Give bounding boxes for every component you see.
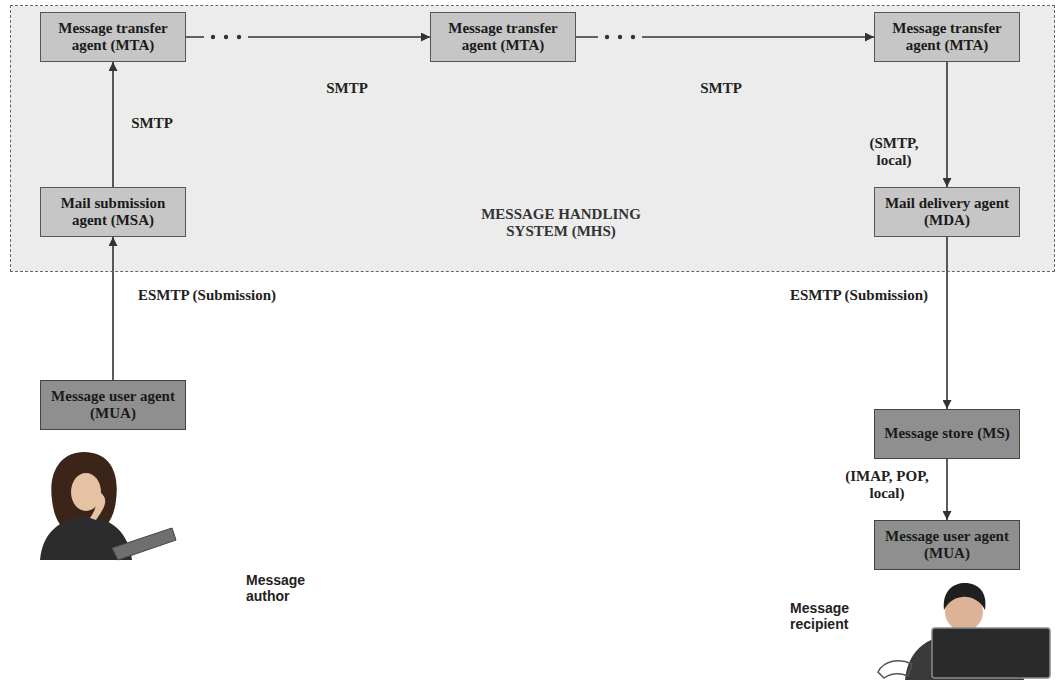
hand	[90, 492, 105, 520]
process-box: Message transfer agent (MTA)	[874, 12, 1020, 62]
protocol-label: SMTP	[686, 80, 756, 97]
author-figure	[40, 452, 176, 560]
box-label: Message transfer agent (MTA)	[437, 20, 569, 55]
mhs-region-fill	[11, 6, 1054, 271]
dot	[237, 35, 241, 39]
dot	[211, 35, 215, 39]
recipient-figure	[878, 583, 1050, 680]
gap	[204, 30, 248, 44]
dot	[631, 35, 635, 39]
message-flow-arrow	[946, 237, 948, 409]
protocol-label: (SMTP, local)	[852, 135, 936, 170]
process-box: Message transfer agent (MTA)	[430, 12, 576, 62]
gap	[598, 30, 642, 44]
agent-box: Message user agent (MUA)	[40, 380, 186, 430]
region-title: MESSAGE HANDLING SYSTEM (MHS)	[455, 206, 667, 241]
box-label: Message user agent (MUA)	[881, 528, 1013, 563]
laptop	[112, 528, 176, 560]
figure-caption: Message author	[246, 572, 336, 604]
process-box: Mail delivery agent (MDA)	[874, 187, 1020, 237]
dot	[224, 35, 228, 39]
process-box: Message transfer agent (MTA)	[40, 12, 186, 62]
dot	[605, 35, 609, 39]
box-label: Message user agent (MUA)	[47, 388, 179, 423]
figure-caption: Message recipient	[790, 600, 880, 632]
message-flow-arrow	[112, 62, 114, 187]
protocol-label: SMTP	[122, 115, 182, 132]
box-label: Message transfer agent (MTA)	[881, 20, 1013, 55]
protocol-label: ESMTP (Submission)	[132, 287, 282, 304]
dot	[618, 35, 622, 39]
protocol-label: (IMAP, POP, local)	[836, 468, 938, 503]
process-box: Mail submission agent (MSA)	[40, 187, 186, 237]
box-label: Message transfer agent (MTA)	[47, 20, 179, 55]
box-label: Mail delivery agent (MDA)	[881, 195, 1013, 230]
agent-box: Message user agent (MUA)	[874, 520, 1020, 570]
hair	[944, 583, 986, 610]
message-flow-arrow	[946, 62, 948, 187]
message-flow-arrow	[112, 237, 114, 380]
box-label: Message store (MS)	[884, 425, 1010, 442]
cable	[878, 661, 912, 678]
protocol-label: ESMTP (Submission)	[784, 287, 934, 304]
laptop-screen	[932, 628, 1050, 678]
protocol-label: SMTP	[312, 80, 382, 97]
message-flow-arrow	[946, 459, 948, 520]
box-label: Mail submission agent (MSA)	[47, 195, 179, 230]
store-box: Message store (MS)	[874, 409, 1020, 459]
ellipsis-dots	[204, 30, 642, 44]
